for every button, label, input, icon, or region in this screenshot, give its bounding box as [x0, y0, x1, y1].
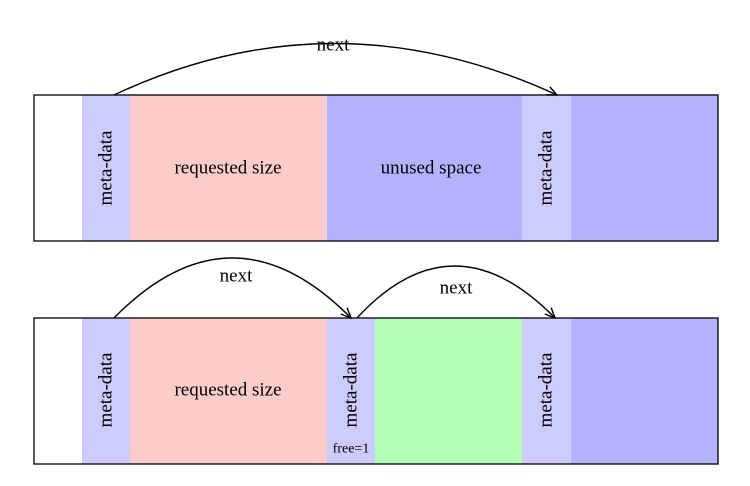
bottom-leading-space	[34, 318, 82, 464]
top-tail-block	[571, 95, 718, 241]
bottom-metadata-mid-block	[327, 318, 375, 464]
top-metadata-right-block	[522, 95, 571, 241]
top-requested-block	[130, 95, 327, 241]
bottom-metadata-right-block	[522, 318, 571, 464]
bottom-next-arrow-1	[113, 257, 351, 318]
top-metadata-left-block	[82, 95, 130, 241]
bottom-requested-label: requested size	[174, 380, 281, 401]
top-row-outline	[33, 94, 719, 242]
bottom-metadata-left-label: meta-data	[96, 352, 117, 427]
top-metadata-left-label: meta-data	[96, 130, 117, 205]
bottom-next-arrow-2	[356, 265, 555, 318]
bottom-requested-block	[130, 318, 327, 464]
bottom-next-label-2: next	[440, 278, 473, 299]
top-leading-space	[34, 95, 82, 241]
bottom-metadata-right-label: meta-data	[536, 352, 557, 427]
bottom-metadata-mid-label: meta-data	[341, 352, 362, 427]
bottom-memory-row: meta-data requested size meta-data free=…	[33, 257, 719, 465]
bottom-free-block	[375, 318, 522, 464]
top-memory-row: meta-data requested size unused space me…	[33, 35, 719, 242]
bottom-free-flag-label: free=1	[333, 442, 370, 457]
top-metadata-right-label: meta-data	[536, 130, 557, 205]
bottom-metadata-left-block	[82, 318, 130, 464]
bottom-row-outline	[33, 317, 719, 465]
top-requested-label: requested size	[174, 158, 281, 179]
top-next-label: next	[317, 35, 350, 56]
bottom-next-label-1: next	[220, 266, 253, 287]
top-unused-label: unused space	[381, 158, 482, 179]
top-unused-block	[327, 95, 522, 241]
top-next-arrow	[113, 42, 557, 96]
bottom-tail-block	[571, 318, 718, 464]
